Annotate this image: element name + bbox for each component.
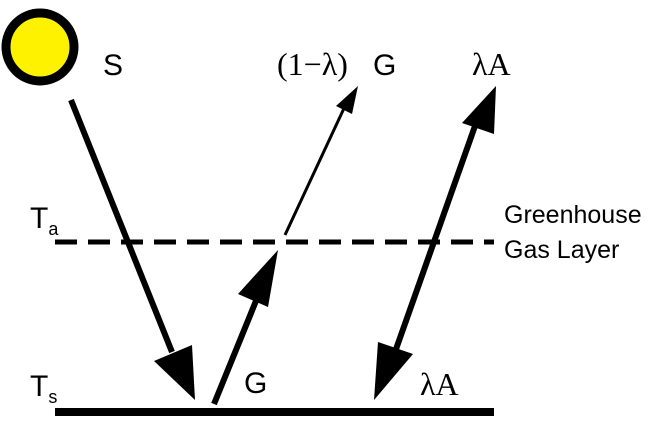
ground-emission-label: G (244, 367, 267, 400)
atmosphere-radiation-arrow (374, 86, 496, 400)
layer-label-line1: Greenhouse (504, 201, 642, 229)
solar-incoming-arrow (68, 98, 195, 400)
atmosphere-temp-label: Ta (30, 202, 59, 239)
escaped-radiation-arrow (283, 86, 358, 236)
ground-emission-arrow (211, 250, 278, 406)
escaped-ground-label: G (373, 49, 396, 82)
sun-icon (1, 8, 79, 86)
atmosphere-up-label: λA (472, 46, 511, 82)
sun-label: S (103, 49, 123, 82)
escaped-fraction-label: (1−λ) (277, 46, 348, 82)
surface-temp-label: Ts (30, 370, 57, 407)
layer-label-line2: Gas Layer (504, 236, 619, 264)
atmosphere-down-label: λA (420, 366, 459, 402)
